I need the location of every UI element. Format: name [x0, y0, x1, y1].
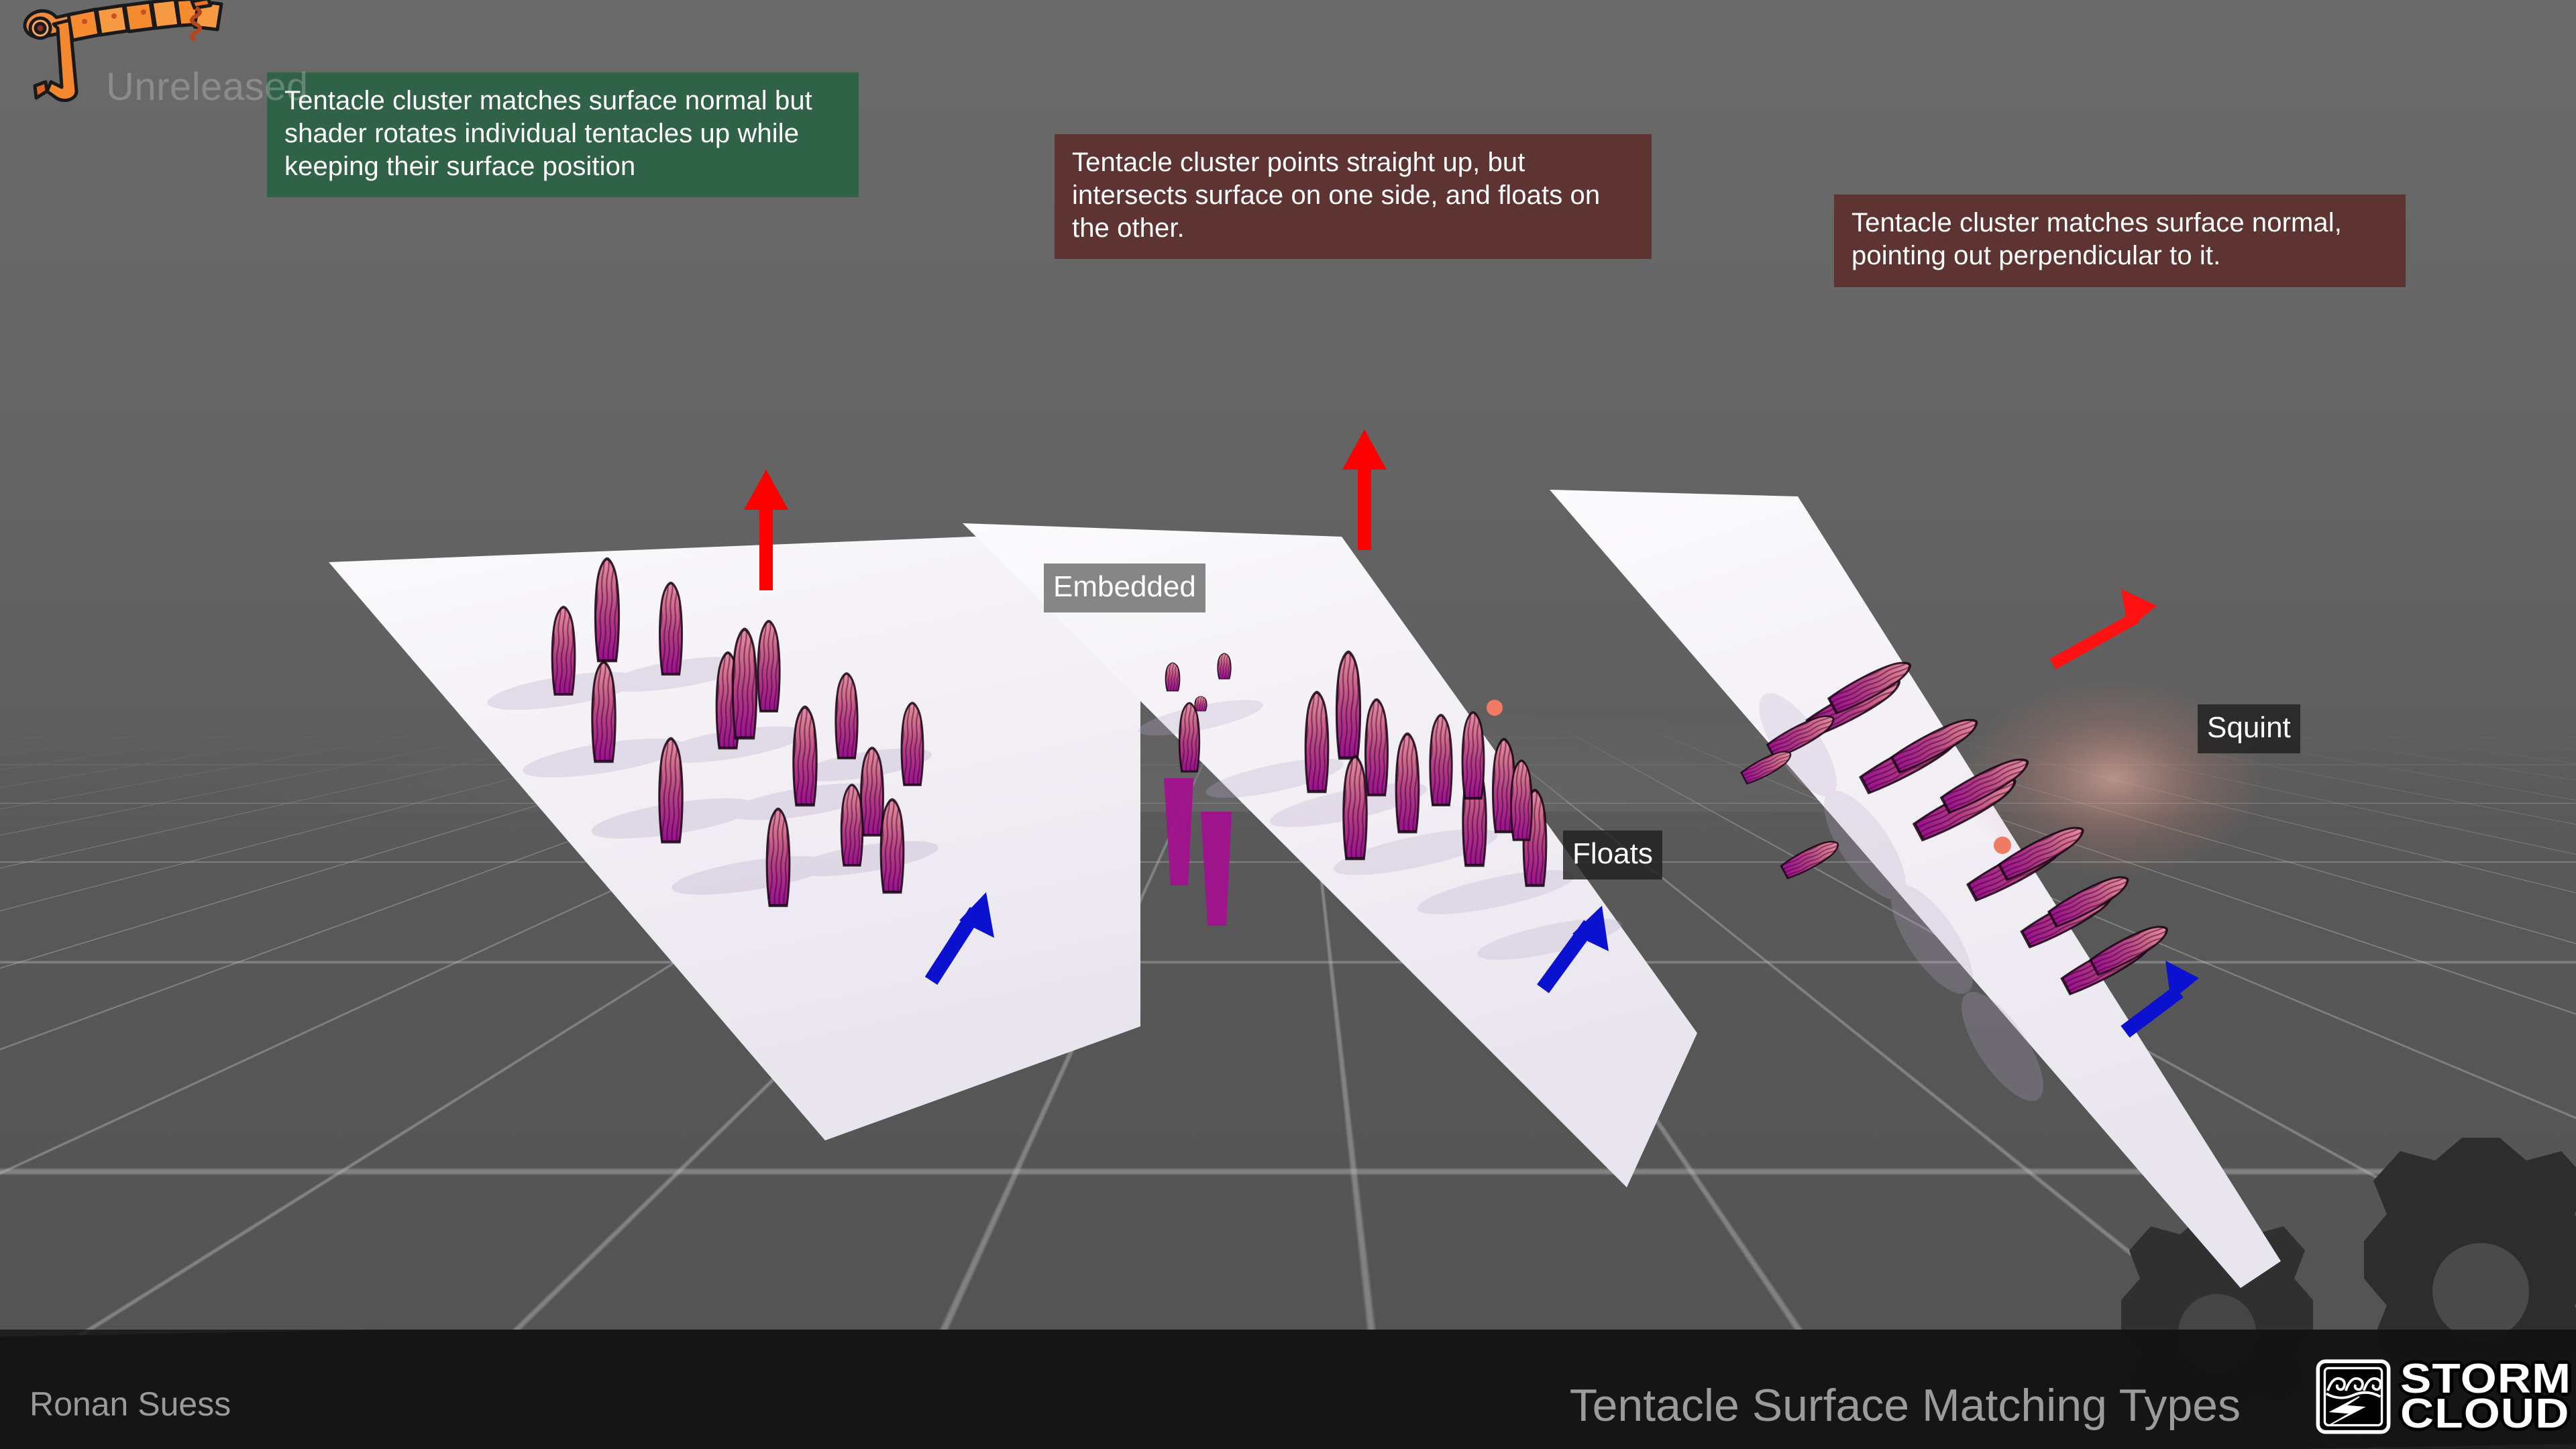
panel-2-surface-arrow	[1537, 906, 1609, 994]
panel-3-plane	[1550, 490, 2281, 1288]
storm-cloud-wave-lightning-icon	[2316, 1359, 2391, 1434]
panel-3-marker-dot	[1994, 837, 2011, 854]
author-name: Ronan Suess	[30, 1385, 231, 1423]
storm-cloud-line2: CLOUD	[2398, 1391, 2571, 1437]
callout-pointer-arrow-1	[744, 470, 788, 590]
tag-squint: Squint	[2198, 704, 2300, 753]
footer-bar	[0, 1330, 2576, 1449]
tag-embedded: Embedded	[1044, 564, 1205, 612]
panel-2-floating-bases	[1164, 778, 1232, 926]
storm-cloud-line1: STORM	[2398, 1355, 2573, 1402]
callout-pointer-arrow-2	[1342, 429, 1387, 550]
panel-2-plane	[963, 523, 1697, 1187]
squint-glow	[1959, 678, 2267, 879]
unreleased-watermark: Unreleased	[106, 65, 309, 109]
tag-floats: Floats	[1563, 830, 1662, 879]
panel-2-group	[963, 523, 1697, 1187]
panel-1-surface-arrow	[924, 892, 994, 985]
callout-middle: Tentacle cluster points straight up, but…	[1055, 134, 1652, 260]
panel-3-group	[1550, 490, 2281, 1288]
junkster-logo-icon	[23, 0, 223, 103]
panel-1-plane	[329, 530, 1140, 1140]
panel-1-group	[329, 530, 1140, 1140]
panel-3-normal-arrow	[2049, 589, 2157, 669]
callout-left: Tentacle cluster matches surface normal …	[267, 72, 859, 198]
panel-3-surface-arrow	[2121, 961, 2199, 1038]
storm-cloud-logo: STORM CLOUD	[2316, 1356, 2573, 1437]
panel-2-marker-dot	[1487, 700, 1503, 716]
slide-title: Tentacle Surface Matching Types	[1569, 1380, 2241, 1431]
callout-right: Tentacle cluster matches surface normal,…	[1834, 195, 2406, 287]
